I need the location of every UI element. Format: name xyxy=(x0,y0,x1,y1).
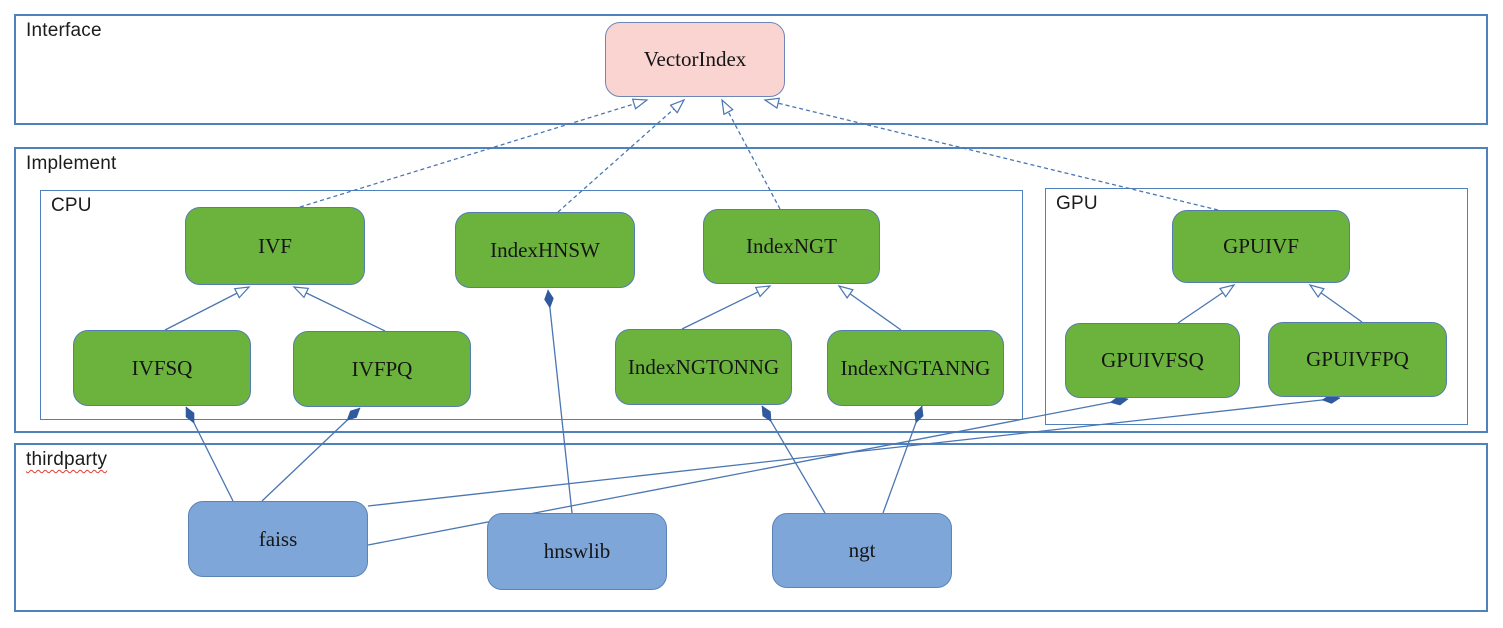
node-indexngtanng[interactable]: IndexNGTANNG xyxy=(827,330,1004,406)
node-ivfsq-label: IVFSQ xyxy=(131,355,193,380)
node-ngt-label: ngt xyxy=(848,538,876,562)
node-indexhnsw-label: IndexHNSW xyxy=(490,237,600,262)
container-gpu-label: GPU xyxy=(1056,193,1098,214)
node-gpuivfsq-label: GPUIVFSQ xyxy=(1101,348,1204,372)
node-indexngt[interactable]: IndexNGT xyxy=(703,209,880,284)
node-gpuivfsq[interactable]: GPUIVFSQ xyxy=(1065,323,1240,398)
node-gpuivf[interactable]: GPUIVF xyxy=(1172,210,1350,283)
container-cpu-label: CPU xyxy=(51,195,92,216)
node-hnswlib-label: hnswlib xyxy=(543,539,611,563)
node-ivf[interactable]: IVF xyxy=(185,207,365,285)
node-gpuivf-label: GPUIVF xyxy=(1223,234,1299,258)
node-ivf-label: IVF xyxy=(258,233,292,258)
node-ngt[interactable]: ngt xyxy=(772,513,952,588)
node-ivfsq[interactable]: IVFSQ xyxy=(73,330,251,406)
node-indexngtonng[interactable]: IndexNGTONNG xyxy=(615,329,792,405)
node-gpuivfpq-label: GPUIVFPQ xyxy=(1306,347,1409,371)
container-interface-label: Interface xyxy=(26,20,102,41)
node-faiss-label: faiss xyxy=(258,526,298,551)
node-indexngt-label: IndexNGT xyxy=(746,234,837,258)
container-implement-label: Implement xyxy=(26,153,117,174)
node-indexngtanng-label: IndexNGTANNG xyxy=(840,355,991,380)
node-vectorindex-label: VectorIndex xyxy=(643,47,747,71)
node-gpuivfpq[interactable]: GPUIVFPQ xyxy=(1268,322,1447,397)
node-hnswlib[interactable]: hnswlib xyxy=(487,513,667,590)
node-indexngtonng-label: IndexNGTONNG xyxy=(627,354,780,379)
node-ivfpq[interactable]: IVFPQ xyxy=(293,331,471,407)
container-thirdparty-label: thirdparty xyxy=(26,449,108,470)
node-vectorindex[interactable]: VectorIndex xyxy=(605,22,785,97)
node-ivfpq-label: IVFPQ xyxy=(351,356,413,381)
node-faiss[interactable]: faiss xyxy=(188,501,368,577)
node-indexhnsw[interactable]: IndexHNSW xyxy=(455,212,635,288)
